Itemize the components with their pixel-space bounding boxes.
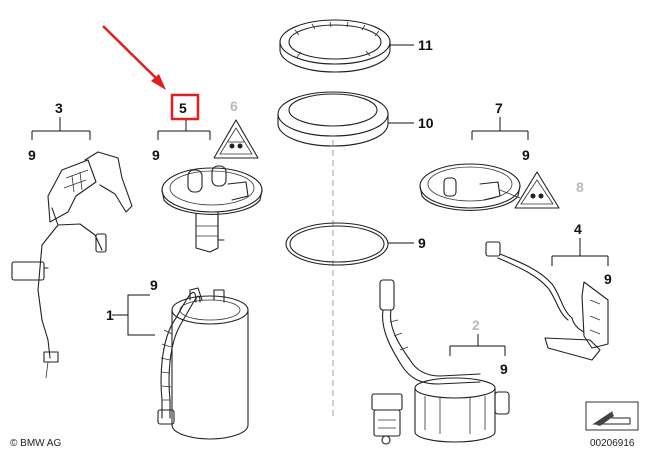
part-2-filter-line [371, 279, 510, 445]
label-part-9-left: 9 [28, 147, 36, 163]
label-part-3: 3 [55, 100, 63, 116]
label-part-1: 1 [106, 307, 114, 323]
part-11-retaining-ring [279, 19, 391, 73]
label-part-11: 11 [418, 37, 433, 53]
part-4-level-sensor [485, 241, 609, 361]
label-part-2: 2 [472, 317, 480, 333]
label-part-10: 10 [418, 115, 434, 131]
label-part-6: 6 [230, 98, 238, 114]
part-1-pump-housing [157, 287, 249, 440]
diagram-code: 00206916 [590, 438, 635, 449]
pointer-arrow-icon [102, 25, 166, 90]
part-10-seal-ring [277, 91, 389, 147]
label-part-4: 4 [574, 221, 582, 237]
copyright-text: © BMW AG [10, 438, 61, 449]
label-part-9-lower-right: 9 [500, 361, 508, 377]
part-7-flange [419, 163, 521, 211]
label-part-7: 7 [495, 100, 503, 116]
label-part-9-right: 9 [522, 147, 530, 163]
part-5-flange [161, 165, 263, 253]
part-9-o-ring [285, 222, 389, 266]
label-part-9-far-right: 9 [604, 271, 612, 287]
label-part-8: 8 [576, 179, 584, 195]
label-part-9-mid: 9 [152, 147, 160, 163]
corner-arrow-icon [585, 401, 639, 431]
highlight-box [170, 93, 200, 121]
label-part-9-lower-left: 9 [150, 277, 158, 293]
label-part-9-center: 9 [418, 235, 426, 251]
warning-label-icon-2 [514, 171, 560, 209]
label-part-5: 5 [179, 100, 187, 116]
part-3-level-sensor [11, 151, 133, 379]
warning-label-icon [213, 119, 259, 159]
